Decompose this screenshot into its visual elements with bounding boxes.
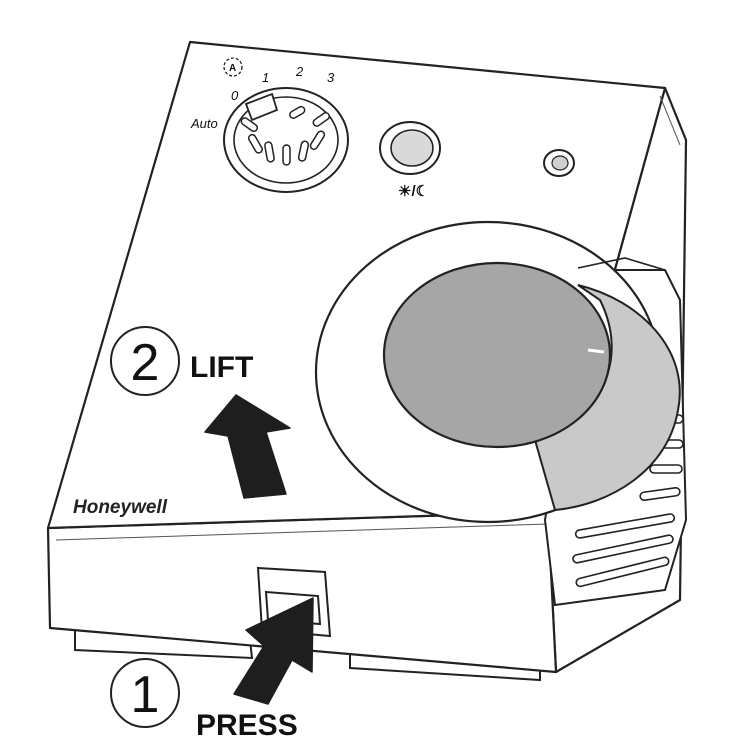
svg-text:A: A bbox=[229, 63, 236, 74]
fan-speed-labels: Auto 0 1 2 3 A bbox=[190, 57, 335, 131]
step-1-press: 1 PRESS bbox=[110, 597, 314, 742]
step-2-lift: 2 LIFT bbox=[110, 326, 291, 499]
auto-mode-clock-icon: A bbox=[223, 57, 243, 77]
dial-vent-slots bbox=[572, 414, 684, 588]
fan-label-3: 3 bbox=[327, 70, 335, 85]
fan-label-1: 1 bbox=[262, 70, 269, 85]
step-2-label: LIFT bbox=[190, 351, 253, 384]
fan-selector-pointer bbox=[244, 92, 279, 122]
fan-speed-selector[interactable] bbox=[223, 87, 349, 193]
fan-label-2: 2 bbox=[295, 64, 304, 79]
step-2-number-circle bbox=[110, 326, 180, 396]
step-1-number: 1 bbox=[131, 666, 160, 724]
dial-position-marker bbox=[587, 348, 605, 354]
dial-knob-face[interactable] bbox=[382, 261, 612, 449]
led-indicator bbox=[543, 149, 575, 177]
step-2-number: 2 bbox=[131, 334, 160, 392]
brand-logo: Honeywell bbox=[73, 497, 168, 518]
lift-arrow bbox=[204, 394, 291, 499]
step-1-number-circle bbox=[110, 658, 180, 728]
press-arrow bbox=[233, 597, 314, 705]
day-night-button[interactable] bbox=[379, 121, 441, 175]
fan-label-0: 0 bbox=[231, 88, 239, 103]
fan-label-auto: Auto bbox=[190, 116, 218, 131]
day-night-symbol: ☀/☾ bbox=[398, 183, 429, 200]
temperature-dial[interactable] bbox=[314, 220, 688, 607]
step-1-label: PRESS bbox=[196, 709, 298, 742]
